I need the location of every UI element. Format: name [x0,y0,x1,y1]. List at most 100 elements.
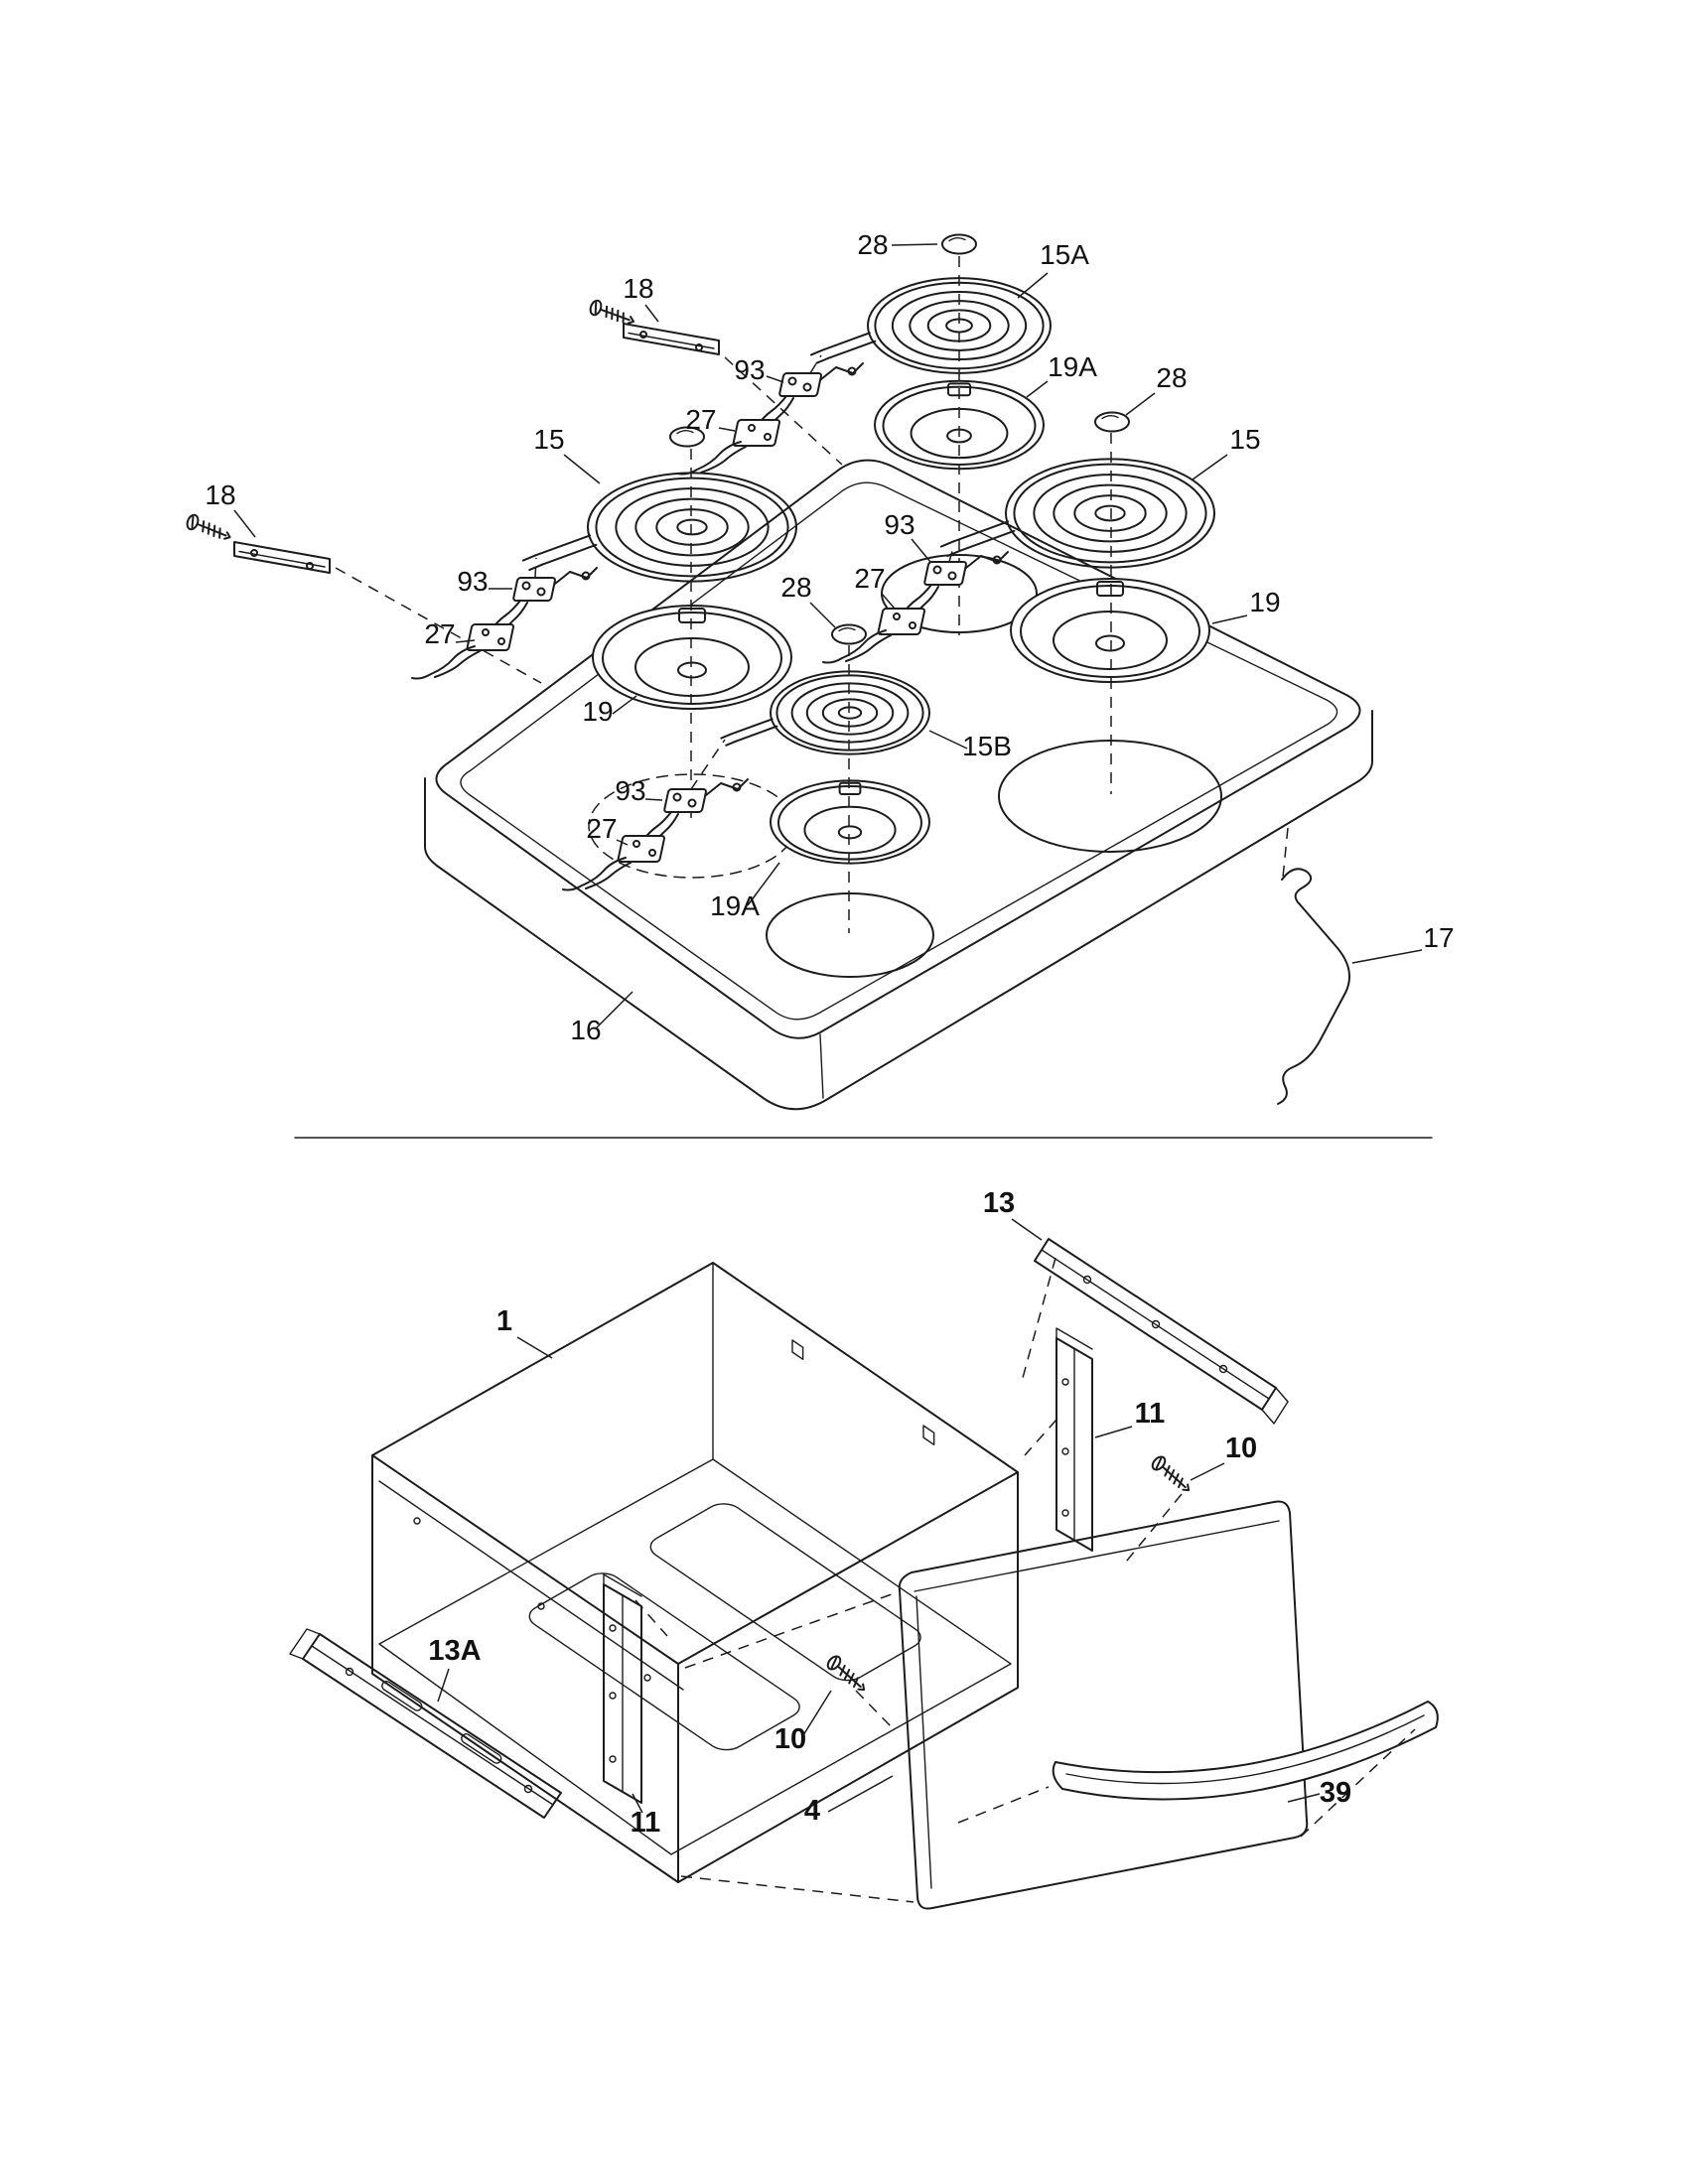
callout-receptacle-27-bottom: 27 [586,813,628,845]
leader-line [882,594,895,609]
leader-line [1012,1219,1042,1240]
drawer-back-cutout-2 [923,1426,934,1444]
callout-label: 19A [1048,351,1097,382]
leader-line [1288,1794,1320,1802]
callout-label: 16 [570,1015,601,1045]
callout-label: 19 [582,696,613,727]
coil-element-15a [810,277,1052,374]
drip-bowl-19a-lower [770,779,930,865]
leader-line [1027,381,1048,397]
drawer-back-cutout-1 [792,1340,803,1359]
leader-line [517,1337,552,1358]
callout-bracket-18-left: 18 [205,479,255,537]
leader-line [633,1794,642,1813]
screw-10-right [1149,1453,1196,1497]
drawer-front-4 [900,1501,1308,1908]
callout-coil-15-right: 15 [1193,424,1261,479]
drip-bowl-19-left [592,605,792,710]
callout-label: 15 [1229,424,1260,455]
leader-line [1018,273,1048,298]
drawer-assembly-section [290,1239,1438,1909]
drip-bowl-19-right [1010,578,1210,683]
drawer-interior-bottom [379,1459,1011,1854]
callout-cap-28-top: 28 [857,229,937,260]
callout-handle-39: 39 [1288,1777,1351,1809]
bracket-18-upper [623,323,720,355]
wire-17 [1278,869,1349,1104]
callout-label: 4 [804,1795,820,1827]
callout-label: 10 [774,1723,806,1755]
leader-line [929,731,967,749]
drawer-handle-39 [1054,1702,1438,1799]
cap-28-mid [831,623,867,645]
terminal-block-93-27-mid [822,551,1009,664]
callout-coil-15-left: 15 [533,424,600,483]
callout-label: 93 [457,566,488,597]
callout-receptacle-27-left: 27 [424,618,475,649]
callout-label: 28 [857,229,888,260]
cooktop-apron-corner [820,1034,823,1098]
drawer-front-face [372,1455,678,1882]
callout-label: 93 [884,509,914,540]
callout-bracket-18-upper: 18 [623,273,658,322]
front-hole [538,1603,544,1609]
assembly-centerlines [336,256,1288,933]
drawer-right-face [678,1472,1018,1882]
cap-28-top [941,233,977,255]
leader-line [810,603,835,627]
cooktop-front-apron [425,711,1372,1109]
leader-line [645,305,658,322]
callout-terminal-93-upper: 93 [734,354,783,385]
coil-element-15-left [521,472,798,583]
leader-line [828,1776,893,1812]
cooktop-inner-border [461,482,1337,1020]
leader-line [1352,950,1422,963]
callout-receptacle-27-mid: 27 [854,563,895,609]
callout-terminal-93-mid: 93 [884,509,930,562]
callout-slide-rail-13a: 13A [428,1635,482,1702]
bracket-11-front [604,1574,641,1803]
callout-cap-28-mid: 28 [780,572,835,627]
drawer-body-1 [372,1263,1018,1882]
front-hole [644,1675,650,1681]
callout-label: 28 [1156,362,1187,393]
burner-opening-front [767,893,933,977]
slide-rail-13 [1035,1239,1288,1424]
burner-opening-right [999,741,1221,852]
callout-label: 11 [1135,1398,1166,1430]
callout-coil-15b: 15B [929,731,1012,761]
cooktop-assembly-section [184,233,1372,1110]
leader-line [613,696,636,714]
leader-line [803,1691,831,1735]
callout-main-top-16: 16 [570,992,633,1045]
callout-slide-rail-13: 13 [983,1187,1042,1240]
leader-line [719,428,735,431]
cap-28-right [1094,411,1130,433]
callout-label: 39 [1320,1777,1351,1809]
leader-line [1212,615,1247,623]
callout-bowl-19a-upper: 19A [1027,351,1097,397]
leader-line [456,640,475,642]
main-top-16 [425,461,1372,1110]
callout-label: 18 [205,479,235,510]
callout-screw-10-right: 10 [1191,1433,1257,1480]
cooktop-top-panel [436,461,1359,1038]
callout-label: 11 [631,1807,661,1839]
callout-wire-17: 17 [1352,922,1455,963]
leader-line [597,992,633,1027]
drawer-front-hem [379,1481,683,1690]
slide-rail-13a [290,1629,561,1818]
bracket-18-left [233,541,331,574]
callout-label: 27 [586,813,617,844]
leader-line [1095,1427,1132,1437]
leader-line [1191,1463,1224,1480]
leader-line [617,840,628,845]
callout-label: 10 [1225,1433,1257,1464]
callout-label: 19 [1249,587,1280,617]
callout-label: 17 [1423,922,1454,953]
leader-line [1126,393,1155,415]
leader-line [892,244,937,245]
callout-terminal-93-left: 93 [457,566,512,597]
screw-18-left [184,512,234,546]
leader-line [1193,455,1227,479]
